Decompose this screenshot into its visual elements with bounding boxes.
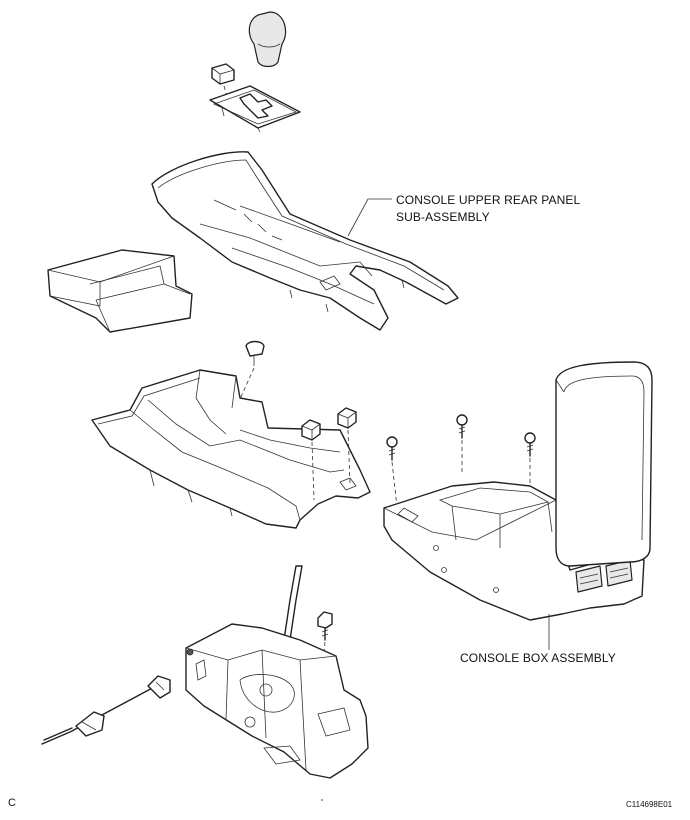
console-upper-rear-panel	[151, 151, 459, 331]
shift-control-cable	[41, 675, 171, 745]
corner-letter: C	[8, 797, 16, 809]
figure-code: C114698E01	[626, 800, 673, 809]
upper-rear-panel-label-line2: SUB-ASSEMBLY	[396, 210, 490, 224]
console-tray	[47, 249, 193, 333]
upper-rear-panel-leader	[347, 198, 392, 237]
lower-console-panel	[91, 369, 371, 529]
lower-console-nut-left	[301, 419, 321, 501]
upper-rear-panel-label-line1: CONSOLE UPPER REAR PANEL	[396, 193, 581, 207]
position-indicator-plate	[209, 85, 301, 133]
console-box-assembly	[383, 481, 645, 621]
shift-lock-cap	[211, 63, 235, 101]
console-box-bolt-2	[456, 414, 468, 472]
console-box-label: CONSOLE BOX ASSEMBLY	[460, 651, 616, 665]
lower-console-nut-right	[337, 407, 357, 485]
shift-knob	[248, 11, 287, 68]
console-armrest-lid	[555, 361, 653, 567]
upper-rear-panel-label: CONSOLE UPPER REAR PANEL SUB-ASSEMBLY	[396, 192, 580, 226]
shift-lever-assembly	[185, 565, 369, 779]
